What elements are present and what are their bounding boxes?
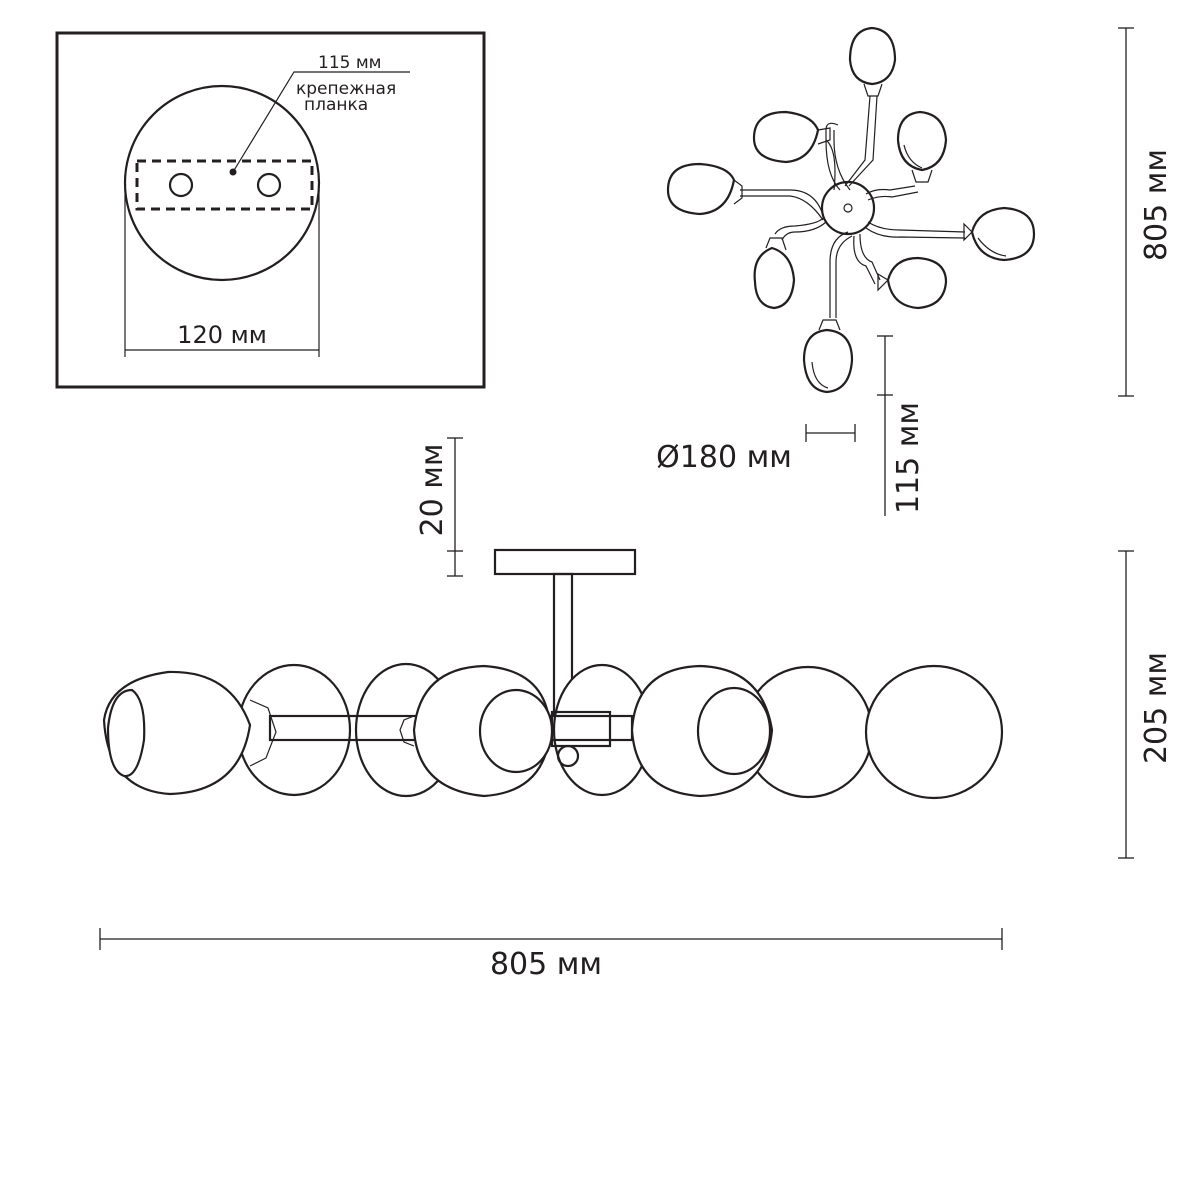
top-view-canopy-center bbox=[843, 203, 853, 213]
top-view: 805 мм Ø180 мм 115 мм bbox=[656, 26, 1174, 516]
side-height-label: 205 мм bbox=[1139, 652, 1174, 764]
bar-width-label: 115 мм bbox=[318, 53, 382, 73]
side-shade-back-1 bbox=[236, 663, 352, 797]
plate-circle bbox=[123, 84, 321, 282]
top-height-label: 805 мм bbox=[1139, 149, 1174, 261]
side-view: 20 мм 205 мм 805 мм bbox=[99, 437, 1174, 982]
mounting-hole-right bbox=[256, 172, 282, 198]
top-view-shade-upper-left bbox=[752, 110, 831, 164]
inset-frame bbox=[55, 31, 486, 389]
canopy-thickness-label: 20 мм bbox=[415, 444, 450, 537]
bar-leader-line bbox=[232, 71, 410, 173]
side-hub-knob bbox=[556, 744, 580, 768]
top-view-shade-lower-right bbox=[877, 256, 948, 310]
mounting-bar-outline bbox=[135, 159, 314, 211]
top-view-arms bbox=[740, 95, 966, 318]
side-shade-front-1-opening bbox=[106, 688, 146, 778]
top-view-shade-left bbox=[666, 162, 743, 216]
bar-name-line1: крепежная bbox=[296, 79, 396, 99]
top-view-shade-top bbox=[848, 26, 897, 97]
top-view-shade-bottom bbox=[802, 319, 854, 394]
side-shade-back-5 bbox=[864, 664, 1004, 800]
mounting-plate-inset: 115 мм крепежная планка 120 мм bbox=[55, 31, 486, 389]
plate-width-label: 120 мм bbox=[177, 321, 267, 349]
bar-name-line2: планка bbox=[304, 95, 368, 115]
arm-offset-label: 115 мм bbox=[891, 402, 926, 514]
top-view-shade-right bbox=[963, 206, 1036, 262]
top-view-shade-upper-right bbox=[896, 110, 948, 183]
side-shade-front-3-opening bbox=[696, 686, 772, 776]
mounting-hole-left bbox=[168, 172, 194, 198]
top-view-shade-lower-left bbox=[753, 237, 796, 310]
side-shade-front-2-opening bbox=[478, 688, 554, 774]
side-width-label: 805 мм bbox=[490, 947, 602, 982]
top-view-canopy bbox=[820, 180, 876, 236]
side-canopy bbox=[493, 548, 637, 576]
canopy-diameter-label: Ø180 мм bbox=[656, 440, 792, 475]
